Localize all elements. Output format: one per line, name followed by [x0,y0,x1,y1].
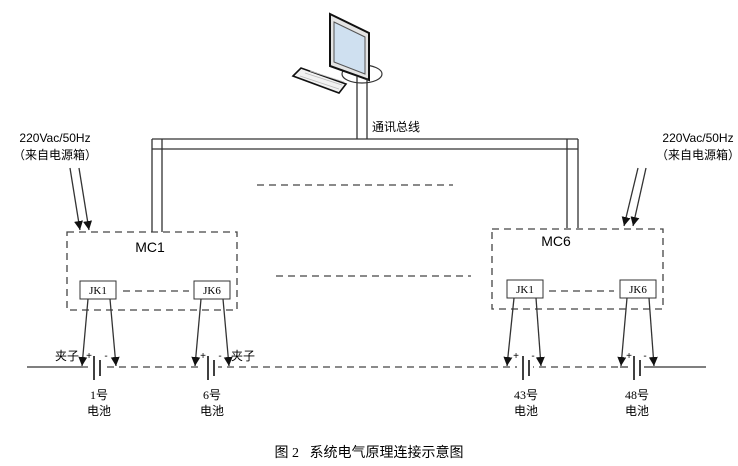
module-mc6: MC6 JK1 JK6 [491,228,664,310]
battery-name: 电池 [200,404,224,418]
power-arrow [621,167,639,227]
minus-sign: - [218,351,221,362]
plus-sign: + [513,351,519,362]
jk-label: JK1 [516,284,534,296]
battery-name: 电池 [514,404,538,418]
battery-name: 电池 [87,404,111,418]
module-mc1: MC1 JK1 JK6 [66,231,238,311]
power-label-right: 220Vac/50Hz [662,131,733,145]
jk-label: JK6 [203,285,221,297]
battery-number: 1号 [90,388,108,402]
bus-label: 通讯总线 [372,120,420,134]
jk-label: JK1 [89,285,107,297]
plus-sign: + [626,351,632,362]
battery-43: + - 43号 电池 [513,351,538,418]
module-label: MC1 [135,239,165,255]
battery-number: 43号 [514,388,538,402]
computer-icon [291,12,383,139]
module-label: MC6 [541,233,571,249]
power-arrow [630,167,647,227]
power-label-left: 220Vac/50Hz [19,131,90,145]
jk-label: JK6 [629,284,647,296]
communication-bus [151,138,579,232]
minus-sign: - [531,351,534,362]
power-source-left: （来自电源箱） [13,147,97,162]
plus-sign: + [86,351,92,362]
battery-name: 电池 [625,404,649,418]
battery-number: 6号 [203,388,221,402]
battery-48: + - 48号 电池 [625,351,649,418]
battery-6: + - 6号 电池 [200,351,224,418]
minus-sign: - [104,351,107,362]
clip-label: 夹子 [55,349,79,363]
power-source-right: （来自电源箱） [656,147,738,162]
plus-sign: + [200,351,206,362]
power-arrow [78,167,93,231]
battery-1: + - 1号 电池 [86,351,111,418]
power-arrow [69,167,84,231]
clip-leads [78,297,658,367]
figure-caption: 图 2 系统电气原理连接示意图 [275,444,464,461]
clip-label: 夹子 [231,349,255,363]
battery-number: 48号 [625,388,649,402]
minus-sign: - [643,351,646,362]
